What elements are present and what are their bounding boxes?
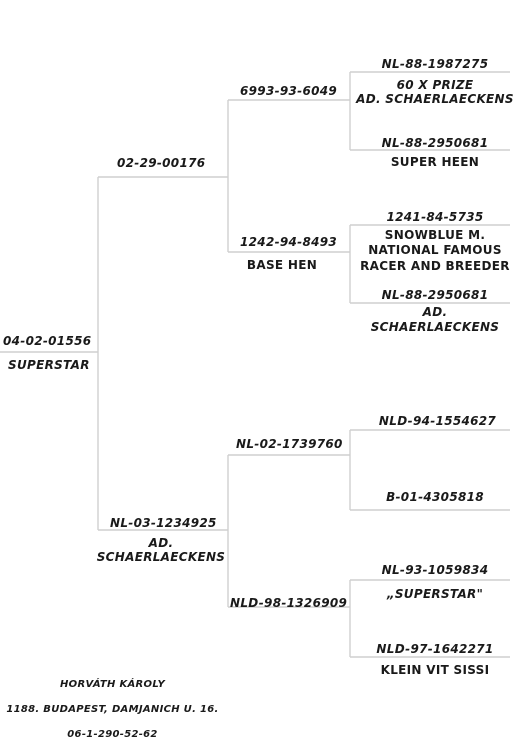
sire-dam-ring: 1242-94-8493 — [240, 235, 338, 249]
dam-sire-ring: NL-02-1739760 — [236, 437, 343, 451]
owner-name: HORVÁTH KÁROLY — [59, 679, 166, 690]
sire-sire-ring: 6993-93-6049 — [240, 84, 338, 98]
sire-dam-sire-desc-2: NATIONAL FAMOUS — [368, 243, 502, 257]
dam-dam-dam-ring: NLD-97-1642271 — [376, 642, 494, 656]
sire-dam-sire-desc-3: RACER AND BREEDER — [360, 259, 510, 273]
sire-sire-dam-ring: NL-88-2950681 — [381, 136, 489, 150]
owner-phone: 06-1-290-52-62 — [67, 729, 158, 740]
sire-dam-sire-ring: 1241-84-5735 — [386, 210, 484, 224]
sire-dam-dam-desc-1: AD. — [422, 305, 448, 319]
sire-sire-dam-desc: SUPER HEEN — [390, 155, 480, 169]
dam-dam-sire-desc: „SUPERSTAR" — [386, 587, 484, 601]
dam-desc-1: AD. — [148, 536, 174, 550]
sire-sire-sire-ring: NL-88-1987275 — [381, 57, 489, 71]
subject-name: SUPERSTAR — [8, 358, 90, 372]
dam-dam-sire-ring: NL-93-1059834 — [381, 563, 489, 577]
sire-sire-sire-desc-1: 60 X PRIZE — [396, 78, 474, 92]
dam-sire-dam-ring: B-01-4305818 — [386, 490, 484, 504]
sire-dam-sire-desc-1: SNOWBLUE M. — [384, 228, 486, 242]
dam-desc-2: SCHAERLAECKENS — [96, 550, 226, 564]
subject-ring: 04-02-01556 — [3, 334, 92, 348]
sire-dam-desc: BASE HEN — [246, 258, 318, 272]
dam-dam-dam-desc: KLEIN VIT SISSI — [380, 663, 490, 677]
sire-dam-dam-desc-2: SCHAERLAECKENS — [370, 320, 500, 334]
owner-address: 1188. BUDAPEST, DAMJANICH U. 16. — [6, 704, 219, 715]
sire-dam-dam-ring: NL-88-2950681 — [381, 288, 489, 302]
sire-ring: 02-29-00176 — [117, 156, 206, 170]
sire-sire-sire-desc-2: AD. SCHAERLAECKENS — [356, 92, 514, 106]
dam-sire-sire-ring: NLD-94-1554627 — [378, 414, 497, 428]
dam-dam-ring: NLD-98-1326909 — [230, 596, 348, 610]
dam-ring: NL-03-1234925 — [110, 516, 217, 530]
